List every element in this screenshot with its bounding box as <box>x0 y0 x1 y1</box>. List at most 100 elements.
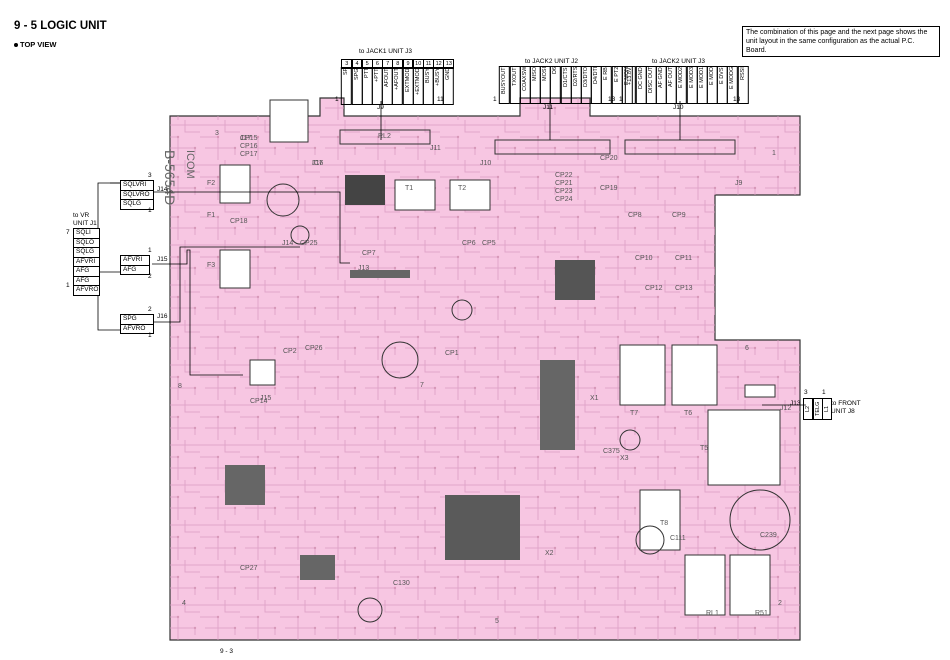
silkscreen-label: RL1 <box>706 610 719 617</box>
j9-pin-end: 11 <box>437 96 444 103</box>
j13-caption-line2: UNIT J8 <box>831 408 855 415</box>
j10-signal: E MOD3 <box>686 66 698 104</box>
j9-pin-number: 13 <box>443 59 455 69</box>
j11-pin-end: 13 <box>608 96 616 103</box>
bullet-icon <box>14 43 18 48</box>
j1-pin-bottom: 1 <box>66 282 70 289</box>
silkscreen-label: CP5 <box>482 240 496 247</box>
j10-signal: DISC OUT <box>645 66 657 104</box>
j16-signal: SPG <box>121 315 153 325</box>
silkscreen-label: J17 <box>240 135 252 142</box>
silkscreen-label: F3 <box>207 262 216 269</box>
silkscreen-label: T7 <box>630 410 639 417</box>
j10-ref: J10 <box>673 104 684 111</box>
j10-signal: E MOD1 <box>696 66 708 104</box>
silkscreen-label: J16 <box>312 160 324 167</box>
silkscreen-label: C239 <box>760 532 777 539</box>
j13-signal: L2 <box>803 398 814 420</box>
j14-ref: J14 <box>157 186 168 193</box>
silkscreen-label: T1 <box>405 185 414 192</box>
silkscreen-label: CP12 <box>645 285 663 292</box>
j9-signal: GND <box>443 67 455 105</box>
j15-signal: AFVRI <box>121 256 149 266</box>
j14-pin-bottom: 1 <box>148 207 152 214</box>
j11-ref: J11 <box>543 104 553 111</box>
j1-caption-line1: to VR <box>73 212 90 219</box>
j1-signal: AFG <box>74 277 99 286</box>
silkscreen-label: T6 <box>684 410 693 417</box>
harness-lines <box>97 101 806 406</box>
silkscreen-label: CP17 <box>240 151 258 158</box>
silkscreen-label: CP6 <box>462 240 476 247</box>
j9-signal: PTT <box>361 67 373 105</box>
j14-signal: SQLVRI <box>121 181 153 191</box>
corner-number: 1 <box>772 150 776 157</box>
page-title: 9 - 5 LOGIC UNIT <box>14 20 107 32</box>
corner-number: 3 <box>215 130 219 137</box>
corner-number: 8 <box>178 383 182 390</box>
j15-pin-top: 1 <box>148 247 152 254</box>
view-label: TOP VIEW <box>14 40 56 49</box>
j10-pin-start: 1 <box>619 96 623 103</box>
j9-caption: to JACK1 UNIT J3 <box>359 48 412 55</box>
j1-signal: AFVRO <box>76 286 99 293</box>
j9-pin-start: 1 <box>335 96 339 103</box>
j15-signal: AFG <box>123 265 137 273</box>
silkscreen-label: F2 <box>207 180 216 187</box>
j10-caption: to JACK2 UNIT J3 <box>652 58 705 65</box>
j10-signal: E MOD2 <box>676 66 688 104</box>
j11-signal: D1/CTS <box>560 66 572 104</box>
silkscreen-label: CP7 <box>362 250 376 257</box>
silkscreen-label: T2 <box>458 185 467 192</box>
j14-pin-top: 3 <box>148 172 152 179</box>
silkscreen-label: J14 <box>282 240 294 247</box>
j9-signal: +AFOUT <box>392 67 404 105</box>
j11-signal: D6 <box>550 66 562 104</box>
silkscreen-label: CP2 <box>283 348 297 355</box>
component-group <box>219 99 781 616</box>
silkscreen-label: J10 <box>480 160 492 167</box>
corner-number: 6 <box>745 345 749 352</box>
silkscreen-label: CP14 <box>250 398 268 405</box>
silkscreen-label: CP21 <box>555 180 573 187</box>
silkscreen-label: T5 <box>700 445 709 452</box>
silkscreen-label: CP8 <box>628 212 642 219</box>
page-number: 9 - 3 <box>220 648 234 655</box>
j16-signal: AFVRO <box>123 324 146 332</box>
silkscreen-label: CP16 <box>240 143 258 150</box>
j16-pin-bottom: 1 <box>148 332 152 339</box>
silkscreen-label: CP23 <box>555 188 573 195</box>
j1-signal: SQLG <box>74 248 99 258</box>
silkscreen-label: J12 <box>780 405 792 412</box>
j1-signal: AFVRI <box>74 258 99 267</box>
silkscreen-label: X1 <box>590 395 599 402</box>
j9-signal: SP <box>341 67 353 105</box>
silkscreen-label: C130 <box>393 580 410 587</box>
j1-pin-top: 7 <box>66 229 70 236</box>
corner-number: 5 <box>495 618 499 625</box>
j16-pin-top: 2 <box>148 306 152 313</box>
silkscreen-label: IC7 <box>312 160 323 167</box>
silkscreen-label: T8 <box>660 520 669 527</box>
j9-signal: EXTMOD <box>402 67 414 105</box>
j14-signal: SQLVRO <box>121 191 153 200</box>
j13-pin-right: 1 <box>822 389 826 396</box>
j9-ref: J9 <box>377 104 384 111</box>
j11-signal: BUSYOUT <box>499 66 511 104</box>
silkscreen-label: CP26 <box>305 345 323 352</box>
j1-signal: SQLI <box>74 229 99 239</box>
corner-number: 2 <box>778 600 782 607</box>
silkscreen-label: X2 <box>545 550 554 557</box>
j9-signal: +EXTMOD <box>412 67 424 105</box>
board-name-silkscreen: B-5654D <box>162 150 178 206</box>
silkscreen-label: J11 <box>430 145 441 152</box>
j11-signal: TXOUT <box>509 66 521 104</box>
silkscreen-label: CP13 <box>675 285 693 292</box>
silkscreen-label: CP18 <box>230 218 248 225</box>
